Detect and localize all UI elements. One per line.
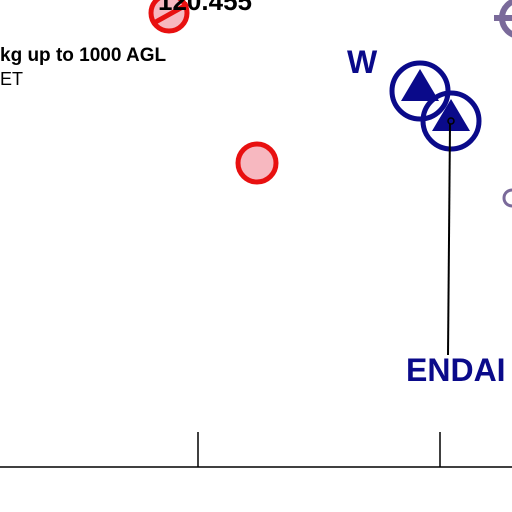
frequency-label: 120.455 <box>158 0 252 16</box>
sub-label: ET <box>0 69 24 89</box>
cross-circle-icon[interactable] <box>494 0 512 38</box>
no-entry-circle-icon[interactable] <box>148 0 190 34</box>
leader-line <box>447 123 451 356</box>
altitude-rule-label: kg up to 1000 AGL <box>0 45 167 66</box>
triangle-in-circle-icon[interactable] <box>389 60 451 122</box>
edge-mark <box>502 188 512 208</box>
waypoint-end-label: ENDAI <box>406 352 506 388</box>
triangle-in-circle-icon-2[interactable] <box>420 90 482 152</box>
circle-marker-icon[interactable] <box>235 141 279 185</box>
waypoint-w-label: W <box>347 44 378 80</box>
